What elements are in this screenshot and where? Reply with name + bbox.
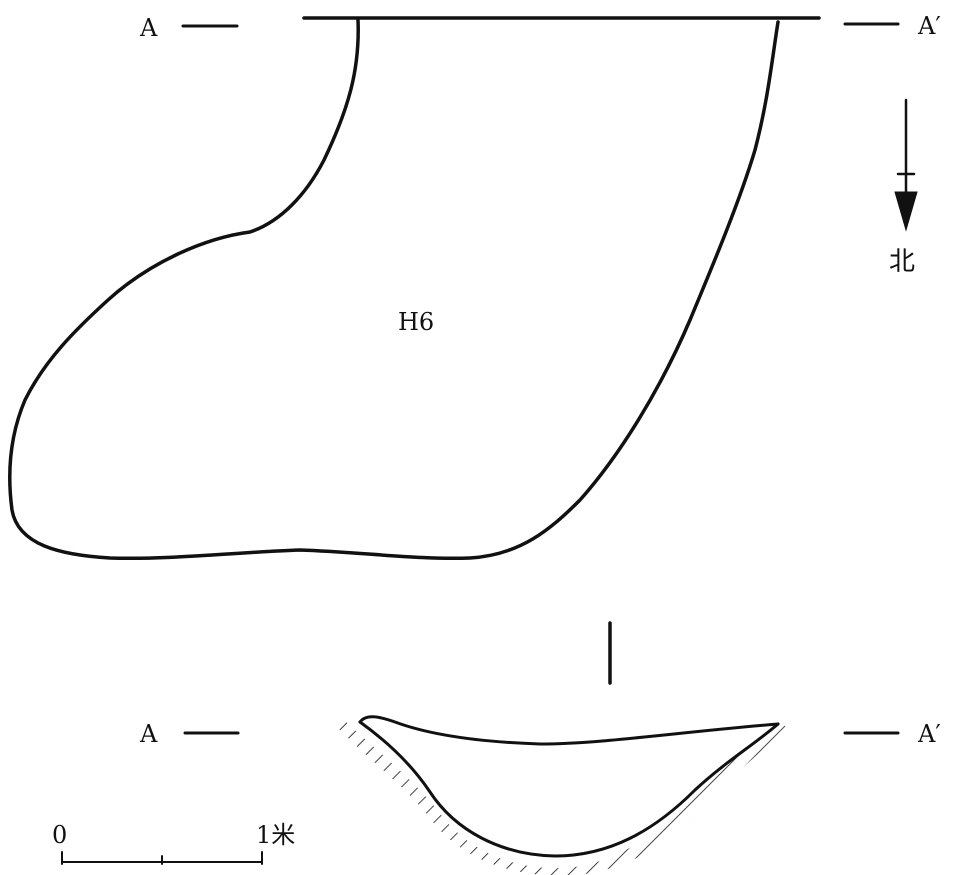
pit-label: H6 xyxy=(398,308,434,336)
pit-h6-outline xyxy=(8,18,780,561)
profile-top-surface xyxy=(358,715,780,746)
profile-section-label-right: A′ xyxy=(917,720,941,748)
scale-bar: 0 1米 xyxy=(52,821,295,865)
scale-end-label: 1米 xyxy=(256,821,295,849)
north-arrow-head-icon xyxy=(894,191,918,232)
north-arrow: 北 xyxy=(889,98,918,277)
scale-start-label: 0 xyxy=(52,821,67,849)
plan-view: A A′ H6 xyxy=(8,12,941,561)
profile-section-label-left: A xyxy=(139,720,158,748)
plan-section-label-right: A′ xyxy=(917,12,941,40)
profile-pit-bottom xyxy=(358,720,780,858)
north-label: 北 xyxy=(889,247,915,277)
plan-section-label-left: A xyxy=(139,14,158,42)
profile-hatching xyxy=(338,720,788,875)
